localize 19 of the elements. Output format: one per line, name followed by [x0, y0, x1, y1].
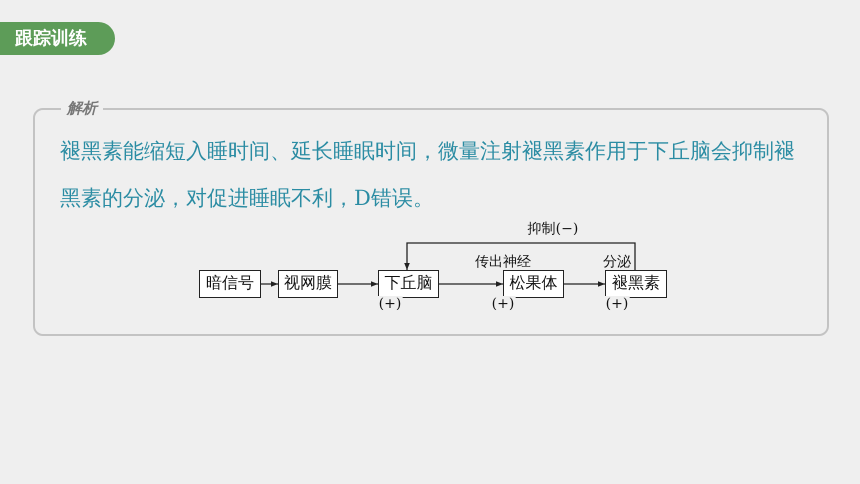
arrow — [261, 281, 278, 287]
analysis-text: 褪黑素能缩短入睡时间、延长睡眠时间，微量注射褪黑素作用于下丘脑会抑制褪黑素的分泌，对促进睡眠不利，D错误。 — [60, 138, 796, 212]
process-box: 暗信号 — [199, 270, 261, 298]
title-banner: 跟踪训练 — [0, 22, 115, 55]
process-box: 视网膜 — [278, 270, 338, 298]
arrow — [564, 281, 605, 287]
edge-label: (+) — [378, 296, 402, 312]
sign-label: (+) — [490, 296, 516, 312]
arrow — [439, 281, 503, 287]
arrow — [338, 281, 378, 287]
process-box: 褪黑素 — [605, 270, 667, 298]
sign-label: (+) — [604, 296, 630, 312]
panel-heading: 解析 — [61, 99, 103, 118]
process-box: 下丘脑 — [378, 270, 439, 298]
edge-label: 传出神经 — [474, 254, 532, 270]
arrow — [404, 242, 636, 270]
process-box: 松果体 — [503, 270, 564, 298]
edge-label: 分泌 — [602, 254, 632, 270]
edge-label: 抑制(−) — [526, 221, 580, 237]
